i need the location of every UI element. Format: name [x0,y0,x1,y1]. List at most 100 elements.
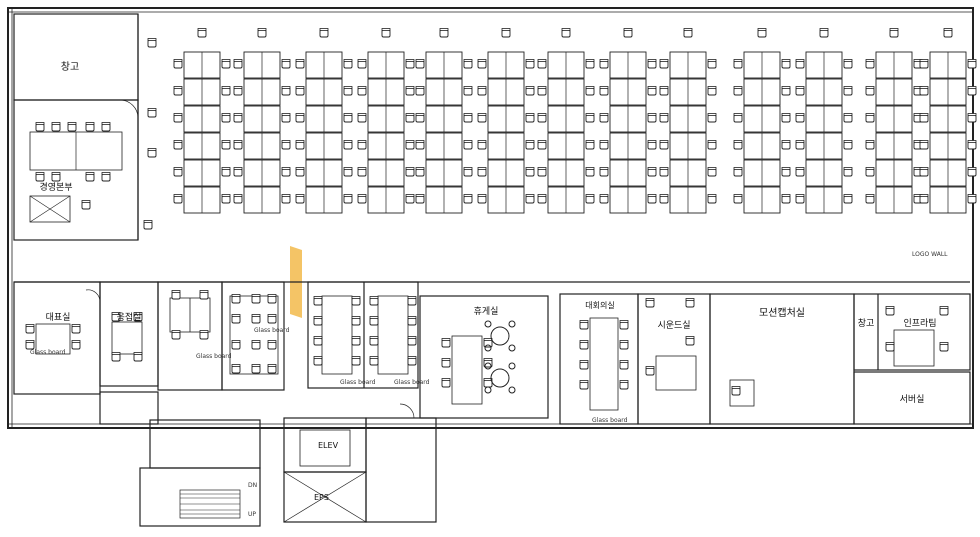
room-label-storage-nw: 창고 [61,61,79,73]
chair [313,316,323,326]
chair [369,316,379,326]
chair [483,338,493,348]
label-stair-down: DN [248,482,257,489]
desk-column [174,28,230,214]
desk-column [600,28,656,214]
chair [231,314,241,324]
desk-column [478,28,534,214]
desk-column [296,28,352,214]
chair [369,336,379,346]
chair [313,296,323,306]
chair [579,380,589,390]
note-glass-board-5: Glass board [394,379,430,386]
note-glass-board-3: Glass board [196,353,232,360]
zone-west [13,13,139,241]
chair [441,358,451,368]
desk-column [866,28,922,214]
chair [685,336,695,346]
chair [645,298,655,308]
chair [111,352,121,362]
room-label-server: 서버실 [900,394,925,405]
chair [133,352,143,362]
chair [579,360,589,370]
desk-column [538,28,594,214]
chair [619,380,629,390]
room-label-infra: 인프라팀 [903,317,936,329]
chair [369,296,379,306]
chair [351,296,361,306]
chair [619,320,629,330]
chair [351,316,361,326]
note-glass-board-2: Glass board [254,327,290,334]
room-label-reception: 응접실 [117,311,142,323]
chair [231,294,241,304]
chair [251,294,261,304]
south-rooms [13,281,971,425]
chair [579,320,589,330]
lounge-tables [484,320,516,394]
chair [645,366,655,376]
chair [231,364,241,374]
open-office-desks [174,28,976,214]
desk-column [660,28,716,214]
room-label-management: 경영본부 [39,181,72,193]
label-eps: EPS [314,493,329,502]
chair [25,324,35,334]
chair [267,364,277,374]
label-elevator: ELEV [318,441,339,450]
room-label-lounge: 휴게실 [474,306,499,317]
chair [731,386,741,396]
chair [199,330,209,340]
desk-column [234,28,290,214]
chair [25,340,35,350]
room-label-conference: 대회의실 [585,300,614,310]
desk-column [416,28,472,214]
chair [313,356,323,366]
chair [579,340,589,350]
chair [171,330,181,340]
chair [171,290,181,300]
desk-column [920,28,976,214]
chair [619,340,629,350]
chair [885,342,895,352]
note-logo-wall: LOGO WALL [912,251,948,258]
chair [407,356,417,366]
chair [939,342,949,352]
chair [71,324,81,334]
chair [685,298,695,308]
room-label-mocap: 모션캡처실 [759,307,805,319]
chair [267,294,277,304]
chair [71,340,81,350]
note-glass-board-1: Glass board [30,349,66,356]
core [139,417,437,527]
note-glass-board-4: Glass board [340,379,376,386]
chair [369,356,379,366]
desk-column [734,28,790,214]
chair [267,314,277,324]
chair [199,290,209,300]
room-label-showroom: 시운드실 [657,320,690,331]
chair [351,336,361,346]
chair [267,340,277,350]
chair [885,306,895,316]
chair [351,356,361,366]
chair [231,340,241,350]
desk-column [796,28,852,214]
chair [441,378,451,388]
chair [407,296,417,306]
note-glass-board-6: Glass board [592,417,628,424]
room-label-storage-e: 창고 [858,318,875,329]
stair-treads [180,493,240,515]
chair [407,316,417,326]
chair [251,340,261,350]
desk-column [358,28,414,214]
chair [441,338,451,348]
chair [939,306,949,316]
chair [251,314,261,324]
label-stair-up: UP [248,511,256,518]
chair [313,336,323,346]
chair [619,360,629,370]
room-label-ceo: 대표실 [46,312,71,323]
chair [251,364,261,374]
